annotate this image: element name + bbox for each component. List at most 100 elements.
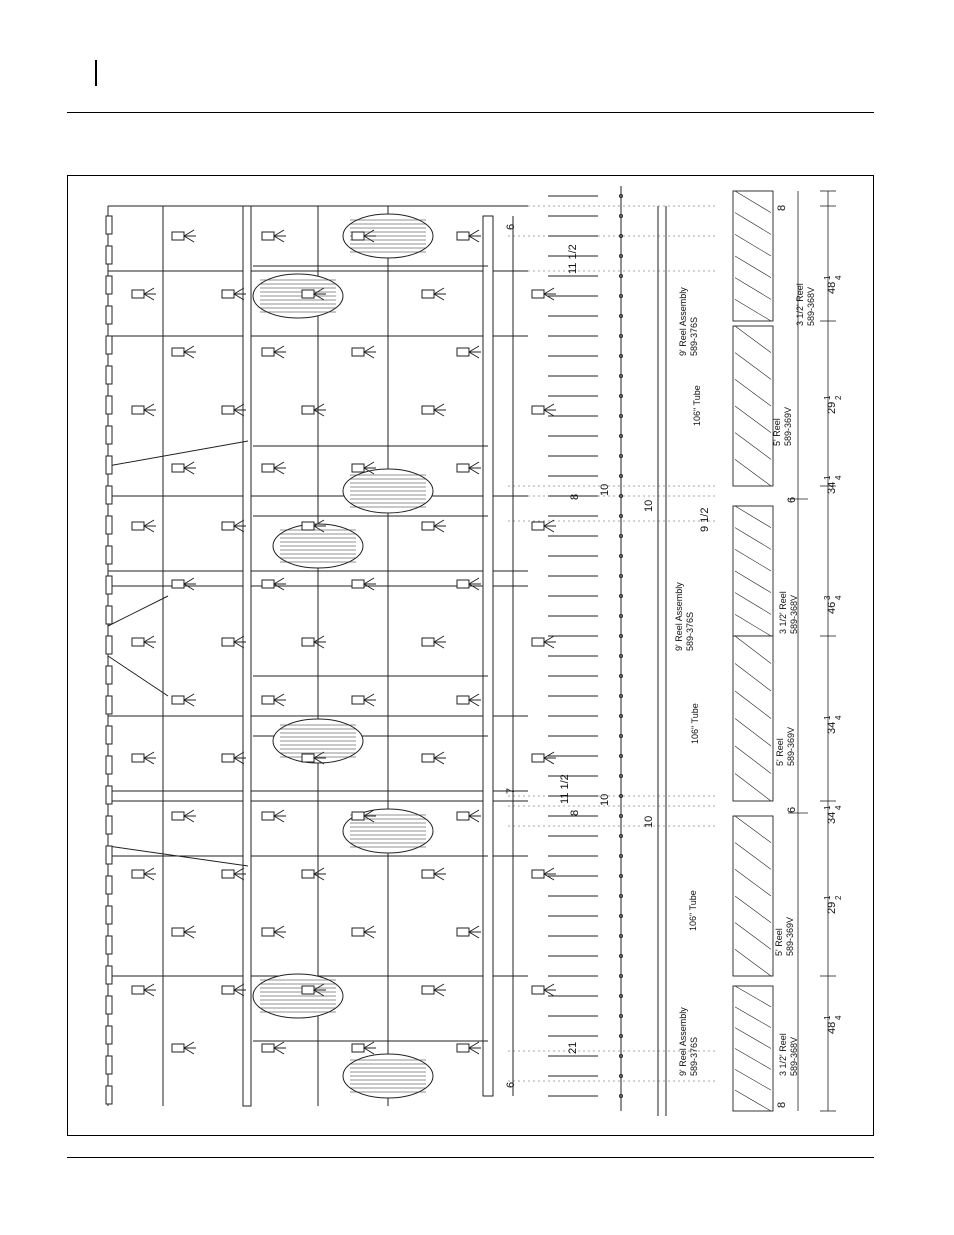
- label-reel-369v-right: 5' Reel 589-369V: [772, 407, 793, 446]
- reel: [732, 985, 774, 1112]
- reel-bar: [734, 663, 772, 692]
- bracket: [105, 665, 113, 685]
- sweep-tip: [273, 577, 286, 591]
- reel-bar: [734, 432, 772, 460]
- svg-text:106" Tube: 106" Tube: [690, 703, 700, 744]
- label-reel-368v-right: 3 1/2' Reel 589-368V: [795, 283, 816, 326]
- sweep-tip: [363, 577, 376, 591]
- sweep-tip: [433, 635, 446, 649]
- sweep-tip: [143, 403, 156, 417]
- shank: [131, 287, 156, 301]
- shank-clamp: [456, 1043, 470, 1053]
- shank-clamp: [456, 695, 470, 705]
- shank-clamp: [456, 463, 470, 473]
- shank-clamp: [261, 927, 275, 937]
- reel-bar: [734, 1048, 772, 1070]
- toolbar-beam: [242, 205, 252, 1107]
- bracket: [105, 1025, 113, 1045]
- sweep-tip: [143, 635, 156, 649]
- sweep-tip: [433, 287, 446, 301]
- sweep-tip: [233, 287, 246, 301]
- svg-text:10: 10: [643, 500, 655, 512]
- sweep-tip: [468, 229, 481, 243]
- sweep-tip: [143, 867, 156, 881]
- svg-text:9' Reel Assembly: 9' Reel Assembly: [678, 287, 688, 356]
- sweep-tip: [313, 867, 326, 881]
- dim-inner-2: 8: [569, 494, 581, 500]
- shank-clamp: [531, 637, 545, 647]
- shank-clamp: [301, 405, 315, 415]
- dim-inner-4: 10: [643, 500, 655, 512]
- reel-outline: [732, 505, 774, 637]
- shank: [531, 635, 556, 649]
- dim-outer-0: 8: [776, 205, 788, 211]
- shank-clamp: [171, 231, 185, 241]
- bracket: [105, 455, 113, 475]
- shank: [301, 751, 326, 765]
- shank-clamp: [301, 289, 315, 299]
- shank: [171, 1041, 196, 1055]
- footer-rule: [67, 1157, 874, 1158]
- svg-text:4: 4: [834, 805, 843, 810]
- reel-bar: [734, 459, 772, 487]
- reel-bar: [734, 842, 772, 870]
- svg-text:9' Reel Assembly: 9' Reel Assembly: [678, 1007, 688, 1076]
- shank: [301, 403, 326, 417]
- dim-inner-11: 21: [567, 1042, 579, 1054]
- sweep-tip: [468, 577, 481, 591]
- svg-text:34: 34: [826, 482, 838, 494]
- shank-clamp: [351, 927, 365, 937]
- shank-clamp: [171, 579, 185, 589]
- svg-text:4: 4: [834, 275, 843, 280]
- svg-text:1: 1: [823, 805, 832, 810]
- shank: [221, 403, 246, 417]
- reel-bar: [734, 352, 772, 380]
- shank: [261, 809, 286, 823]
- svg-text:11 1/2: 11 1/2: [567, 244, 579, 274]
- hitch-line: [107, 655, 169, 697]
- reel-bar: [734, 745, 772, 774]
- bracket: [105, 305, 113, 325]
- sweep-tip: [468, 809, 481, 823]
- dimension-lines: [508, 190, 836, 1112]
- bracket: [105, 785, 113, 805]
- shank-clamp: [456, 231, 470, 241]
- shank-clamp: [131, 869, 145, 879]
- header-margin-mark: [95, 60, 97, 86]
- sweep-tip: [433, 867, 446, 881]
- svg-text:8: 8: [776, 205, 788, 211]
- shank: [221, 287, 246, 301]
- bracket: [105, 605, 113, 625]
- svg-text:1: 1: [823, 895, 832, 900]
- svg-text:3 1/2' Reel: 3 1/2' Reel: [778, 591, 788, 634]
- bracket: [105, 365, 113, 385]
- shank: [171, 577, 196, 591]
- reel-bar: [734, 718, 772, 747]
- reel-outline: [732, 985, 774, 1112]
- svg-text:589-369V: 589-369V: [786, 727, 796, 766]
- bracket: [105, 875, 113, 895]
- reel-bar: [734, 985, 772, 1008]
- reel-bar: [734, 949, 772, 977]
- sweep-tip: [468, 693, 481, 707]
- svg-text:106" Tube: 106" Tube: [692, 385, 702, 426]
- shank-clamp: [531, 753, 545, 763]
- reel-bar: [734, 635, 772, 664]
- svg-text:7: 7: [505, 788, 517, 794]
- label-reel-368v-left: 3 1/2' Reel 589-368V: [778, 1033, 799, 1076]
- shank-clamp: [351, 347, 365, 357]
- shank-clamp: [456, 927, 470, 937]
- hitch-line: [107, 845, 249, 867]
- sweep-tip: [543, 983, 556, 997]
- reel-outline: [732, 325, 774, 487]
- dim-outer-4: 6: [786, 497, 798, 503]
- shank-clamp: [171, 927, 185, 937]
- shank-clamp: [301, 521, 315, 531]
- svg-text:11 1/2: 11 1/2: [559, 774, 571, 804]
- shank: [421, 635, 446, 649]
- svg-text:10: 10: [599, 484, 611, 496]
- shank-clamp: [261, 463, 275, 473]
